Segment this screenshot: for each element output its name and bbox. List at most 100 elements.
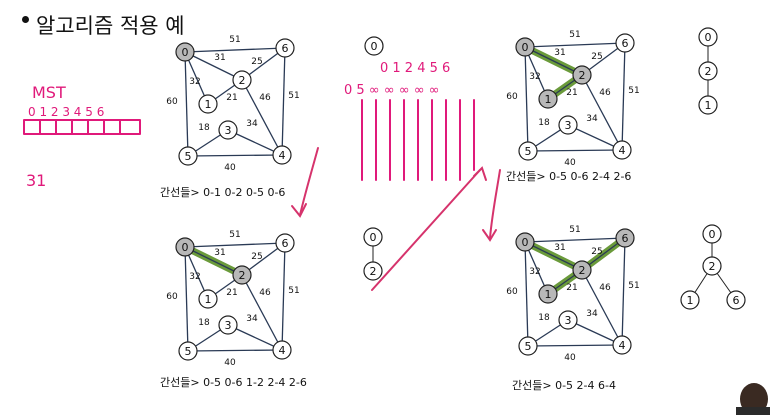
edge-weight-0-2: 31 [214,248,225,258]
edge-2-4 [241,79,283,156]
edge-0-2 [524,46,583,76]
edge-0-2 [184,51,243,81]
edge-weight-0-6: 51 [569,225,580,235]
svg-text:2: 2 [579,264,586,277]
edges-caption-1: 간선들> 0-1 0-2 0-5 0-6 [160,186,286,199]
edge-weight-1-2: 21 [566,283,577,293]
svg-text:5: 5 [525,340,532,353]
svg-text:5: 5 [185,345,192,358]
mst-indices: 0 1 2 3 4 5 6 [28,105,104,119]
tree-node-0 [702,224,722,244]
vertex-0: 0 [515,232,535,252]
svg-text:5: 5 [525,145,532,158]
tree-node-0 [363,227,383,247]
edge-weight-3-4: 34 [586,114,598,124]
edge-0-5 [184,51,189,157]
edge-5-4 [527,149,623,152]
vertex-5: 5 [518,141,538,161]
tree-node-1 [698,95,718,115]
vertex-0: 0 [175,237,195,257]
tree-node-2 [698,61,718,81]
vertex-5: 5 [518,336,538,356]
edge-weight-5-4: 40 [224,358,236,368]
edge-weight-3-5: 18 [538,118,550,128]
edge-3-4 [227,129,283,156]
edge-0-6 [524,42,626,48]
edge-weight-5-4: 40 [564,353,576,363]
svg-text:6: 6 [282,42,289,55]
edge-weight-0-2: 31 [554,243,565,253]
edge-weight-2-6: 25 [251,57,262,67]
vertex-0: 0 [175,42,195,62]
edge-weight-2-6: 25 [591,247,602,257]
svg-text:5: 5 [185,150,192,163]
edge-weight-2-4: 46 [599,88,611,98]
vertex-1: 1 [198,289,218,309]
handwritten-number: 31 [26,171,46,190]
edge-weight-0-5: 60 [166,97,178,107]
edge-weight-5-4: 40 [224,163,236,173]
tree-step-3: 021 [698,27,718,115]
edge-0-5 [524,241,529,347]
svg-text:0: 0 [522,236,529,249]
vertex-2: 2 [232,70,252,90]
edge-2-4 [241,274,283,351]
svg-text:2: 2 [239,269,246,282]
edge-0-6 [524,237,626,243]
vertex-4: 4 [272,145,292,165]
key-row: 0 5 ∞ ∞ ∞ ∞ ∞ [344,83,439,98]
svg-text:0: 0 [371,40,378,53]
tree-node-2 [702,256,722,276]
tree-node-label-2: 2 [709,260,716,273]
edge-weight-0-2: 31 [214,53,225,63]
vertex-4: 4 [612,140,632,160]
edge-weight-3-5: 18 [198,318,210,328]
edge-2-4 [581,269,623,346]
edge-weight-6-4: 51 [628,281,639,291]
edge-3-4 [227,324,283,351]
key-indices: 0 1 2 4 5 6 [380,61,450,76]
tree-node-label-0: 0 [709,228,716,241]
edge-weight-3-4: 34 [586,309,598,319]
edge-weight-1-2: 21 [566,88,577,98]
vertex-3: 3 [218,120,238,140]
edge-weight-0-1: 32 [189,272,200,282]
svg-text:4: 4 [619,339,626,352]
svg-text:0: 0 [182,46,189,59]
svg-text:1: 1 [205,293,212,306]
svg-text:2: 2 [239,74,246,87]
vertex-2: 2 [572,65,592,85]
tree-node-6 [726,290,746,310]
edge-0-5 [524,46,529,152]
svg-text:3: 3 [565,119,572,132]
svg-text:4: 4 [279,149,286,162]
edge-6-4 [281,242,286,351]
vertex-5: 5 [178,341,198,361]
vertex-5: 5 [178,146,198,166]
edge-weight-0-1: 32 [529,72,540,82]
svg-text:6: 6 [622,37,629,50]
edges-caption-2: 간선들> 0-5 0-6 1-2 2-4 2-6 [160,376,307,389]
vertex-6: 6 [615,33,635,53]
svg-text:4: 4 [619,144,626,157]
edge-0-6 [184,47,286,53]
vertex-0: 0 [515,37,535,57]
presenter-thumbnail [736,383,770,415]
edge-weight-3-4: 34 [246,119,258,129]
edge-3-4 [567,124,623,151]
edge-weight-2-4: 46 [259,93,271,103]
edge-0-2 [524,241,583,271]
svg-text:1: 1 [545,93,552,106]
edge-5-4 [527,344,623,347]
edge-weight-3-4: 34 [246,314,258,324]
edge-0-6 [184,242,286,248]
edge-weight-6-4: 51 [288,91,299,101]
edge-weight-6-4: 51 [288,286,299,296]
edge-weight-6-4: 51 [628,86,639,96]
vertex-1: 1 [198,94,218,114]
edge-weight-1-2: 21 [226,288,237,298]
vertex-1: 1 [538,284,558,304]
